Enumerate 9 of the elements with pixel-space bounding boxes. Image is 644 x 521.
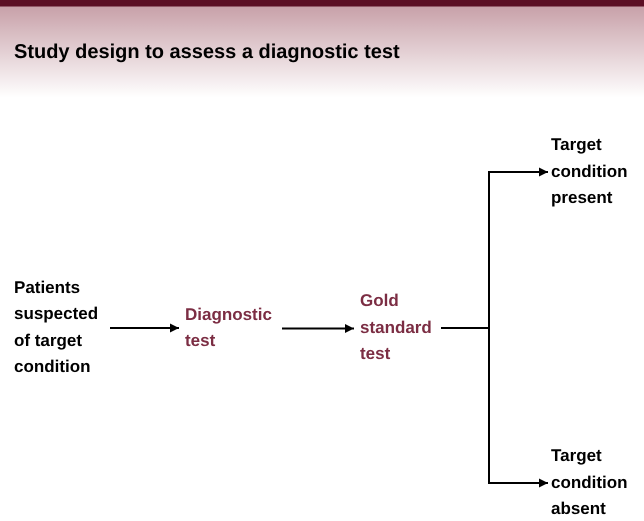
step-label: Target condition present [548, 132, 642, 212]
arrow [110, 324, 179, 332]
step-label: Patients suspected of target condition [14, 274, 110, 380]
arrow [282, 324, 354, 333]
step-label: Target condition absent [548, 443, 642, 521]
arrow [441, 327, 548, 488]
step-label: Gold standard test [354, 288, 441, 368]
step-label: Diagnostic test [179, 302, 282, 354]
slide-title: Study design to assess a diagnostic test [14, 41, 400, 64]
